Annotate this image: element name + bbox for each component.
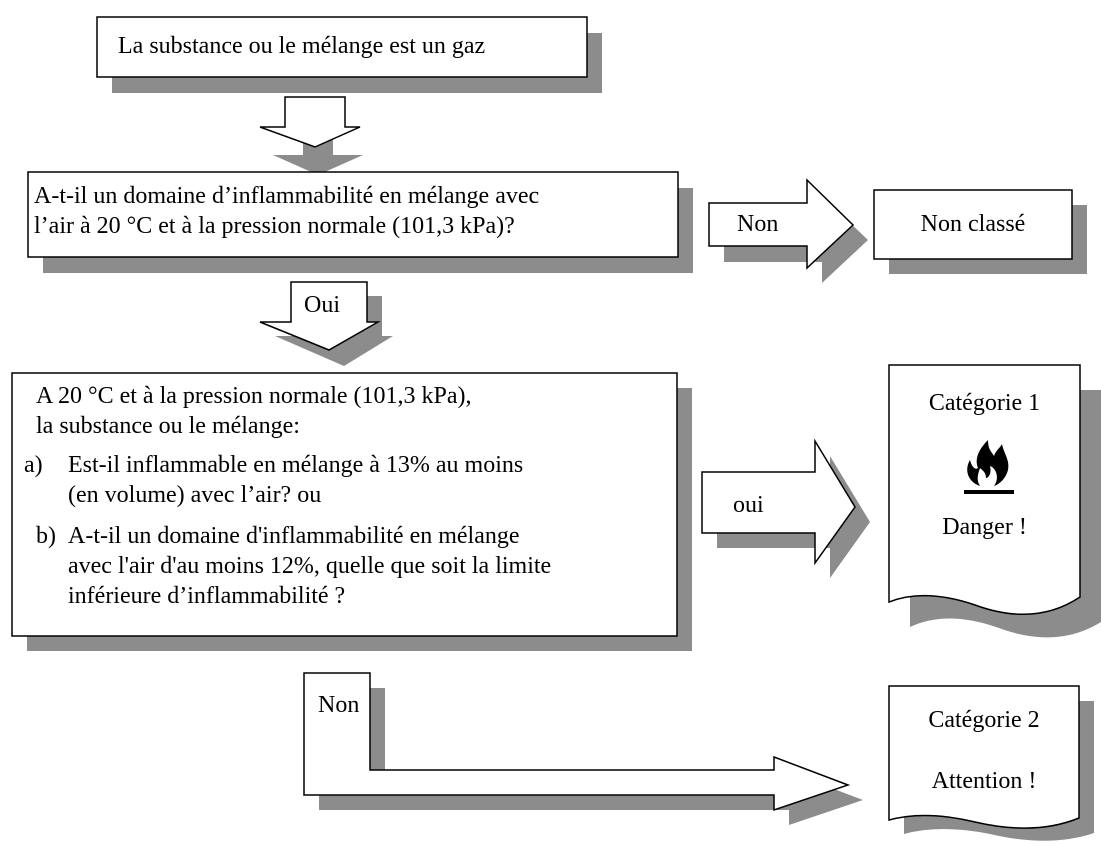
not-classified-box — [873, 189, 1087, 274]
flame-icon — [964, 440, 1014, 494]
category-2-title: Catégorie 2 — [928, 707, 1040, 733]
question-2-a-marker: a) — [24, 452, 43, 478]
question-2-a-line-1: Est-il inflammable en mélange à 13% au m… — [68, 452, 524, 478]
question-1-line-1: A-t-il un domaine d’inflammabilité en mé… — [34, 183, 540, 209]
down-arrow-1 — [259, 96, 363, 175]
arrow-oui-1-label: Oui — [304, 292, 340, 318]
start-text: La substance ou le mélange est un gaz — [118, 33, 486, 59]
question-2-b-line-1: A-t-il un domaine d'inflammabilité en mé… — [68, 523, 520, 549]
question-2-b-marker: b) — [36, 523, 56, 549]
category-1-box — [888, 364, 1101, 638]
start-box — [96, 16, 602, 93]
question-1-box — [27, 171, 693, 273]
question-1-line-2: l’air à 20 °C et à la pression normale (… — [34, 213, 515, 239]
arrow-oui-2-label: oui — [733, 492, 764, 518]
arrow-non-2-label: Non — [318, 692, 360, 718]
category-1-signal: Danger ! — [942, 514, 1027, 540]
question-2-intro-1: A 20 °C et à la pression normale (101,3 … — [36, 383, 472, 409]
category-2-box — [888, 685, 1094, 841]
arrow-non-2 — [303, 672, 863, 825]
right-arrow-non-1 — [708, 178, 868, 283]
question-2-intro-2: la substance ou le mélange: — [36, 413, 300, 439]
question-2-box — [11, 372, 692, 651]
category-2-signal: Attention ! — [931, 768, 1037, 794]
category-1-title: Catégorie 1 — [928, 390, 1041, 416]
arrow-non-1-label: Non — [737, 211, 779, 237]
question-2-b-line-3: inférieure d’inflammabilité ? — [68, 583, 346, 609]
not-classified-text: Non classé — [920, 211, 1026, 237]
question-2-b-line-2: avec l'air d'au moins 12%, quelle que so… — [68, 553, 552, 579]
down-arrow-oui — [259, 281, 393, 366]
question-2-a-line-2: (en volume) avec l’air? ou — [68, 482, 322, 508]
right-arrow-oui-2 — [701, 438, 870, 578]
